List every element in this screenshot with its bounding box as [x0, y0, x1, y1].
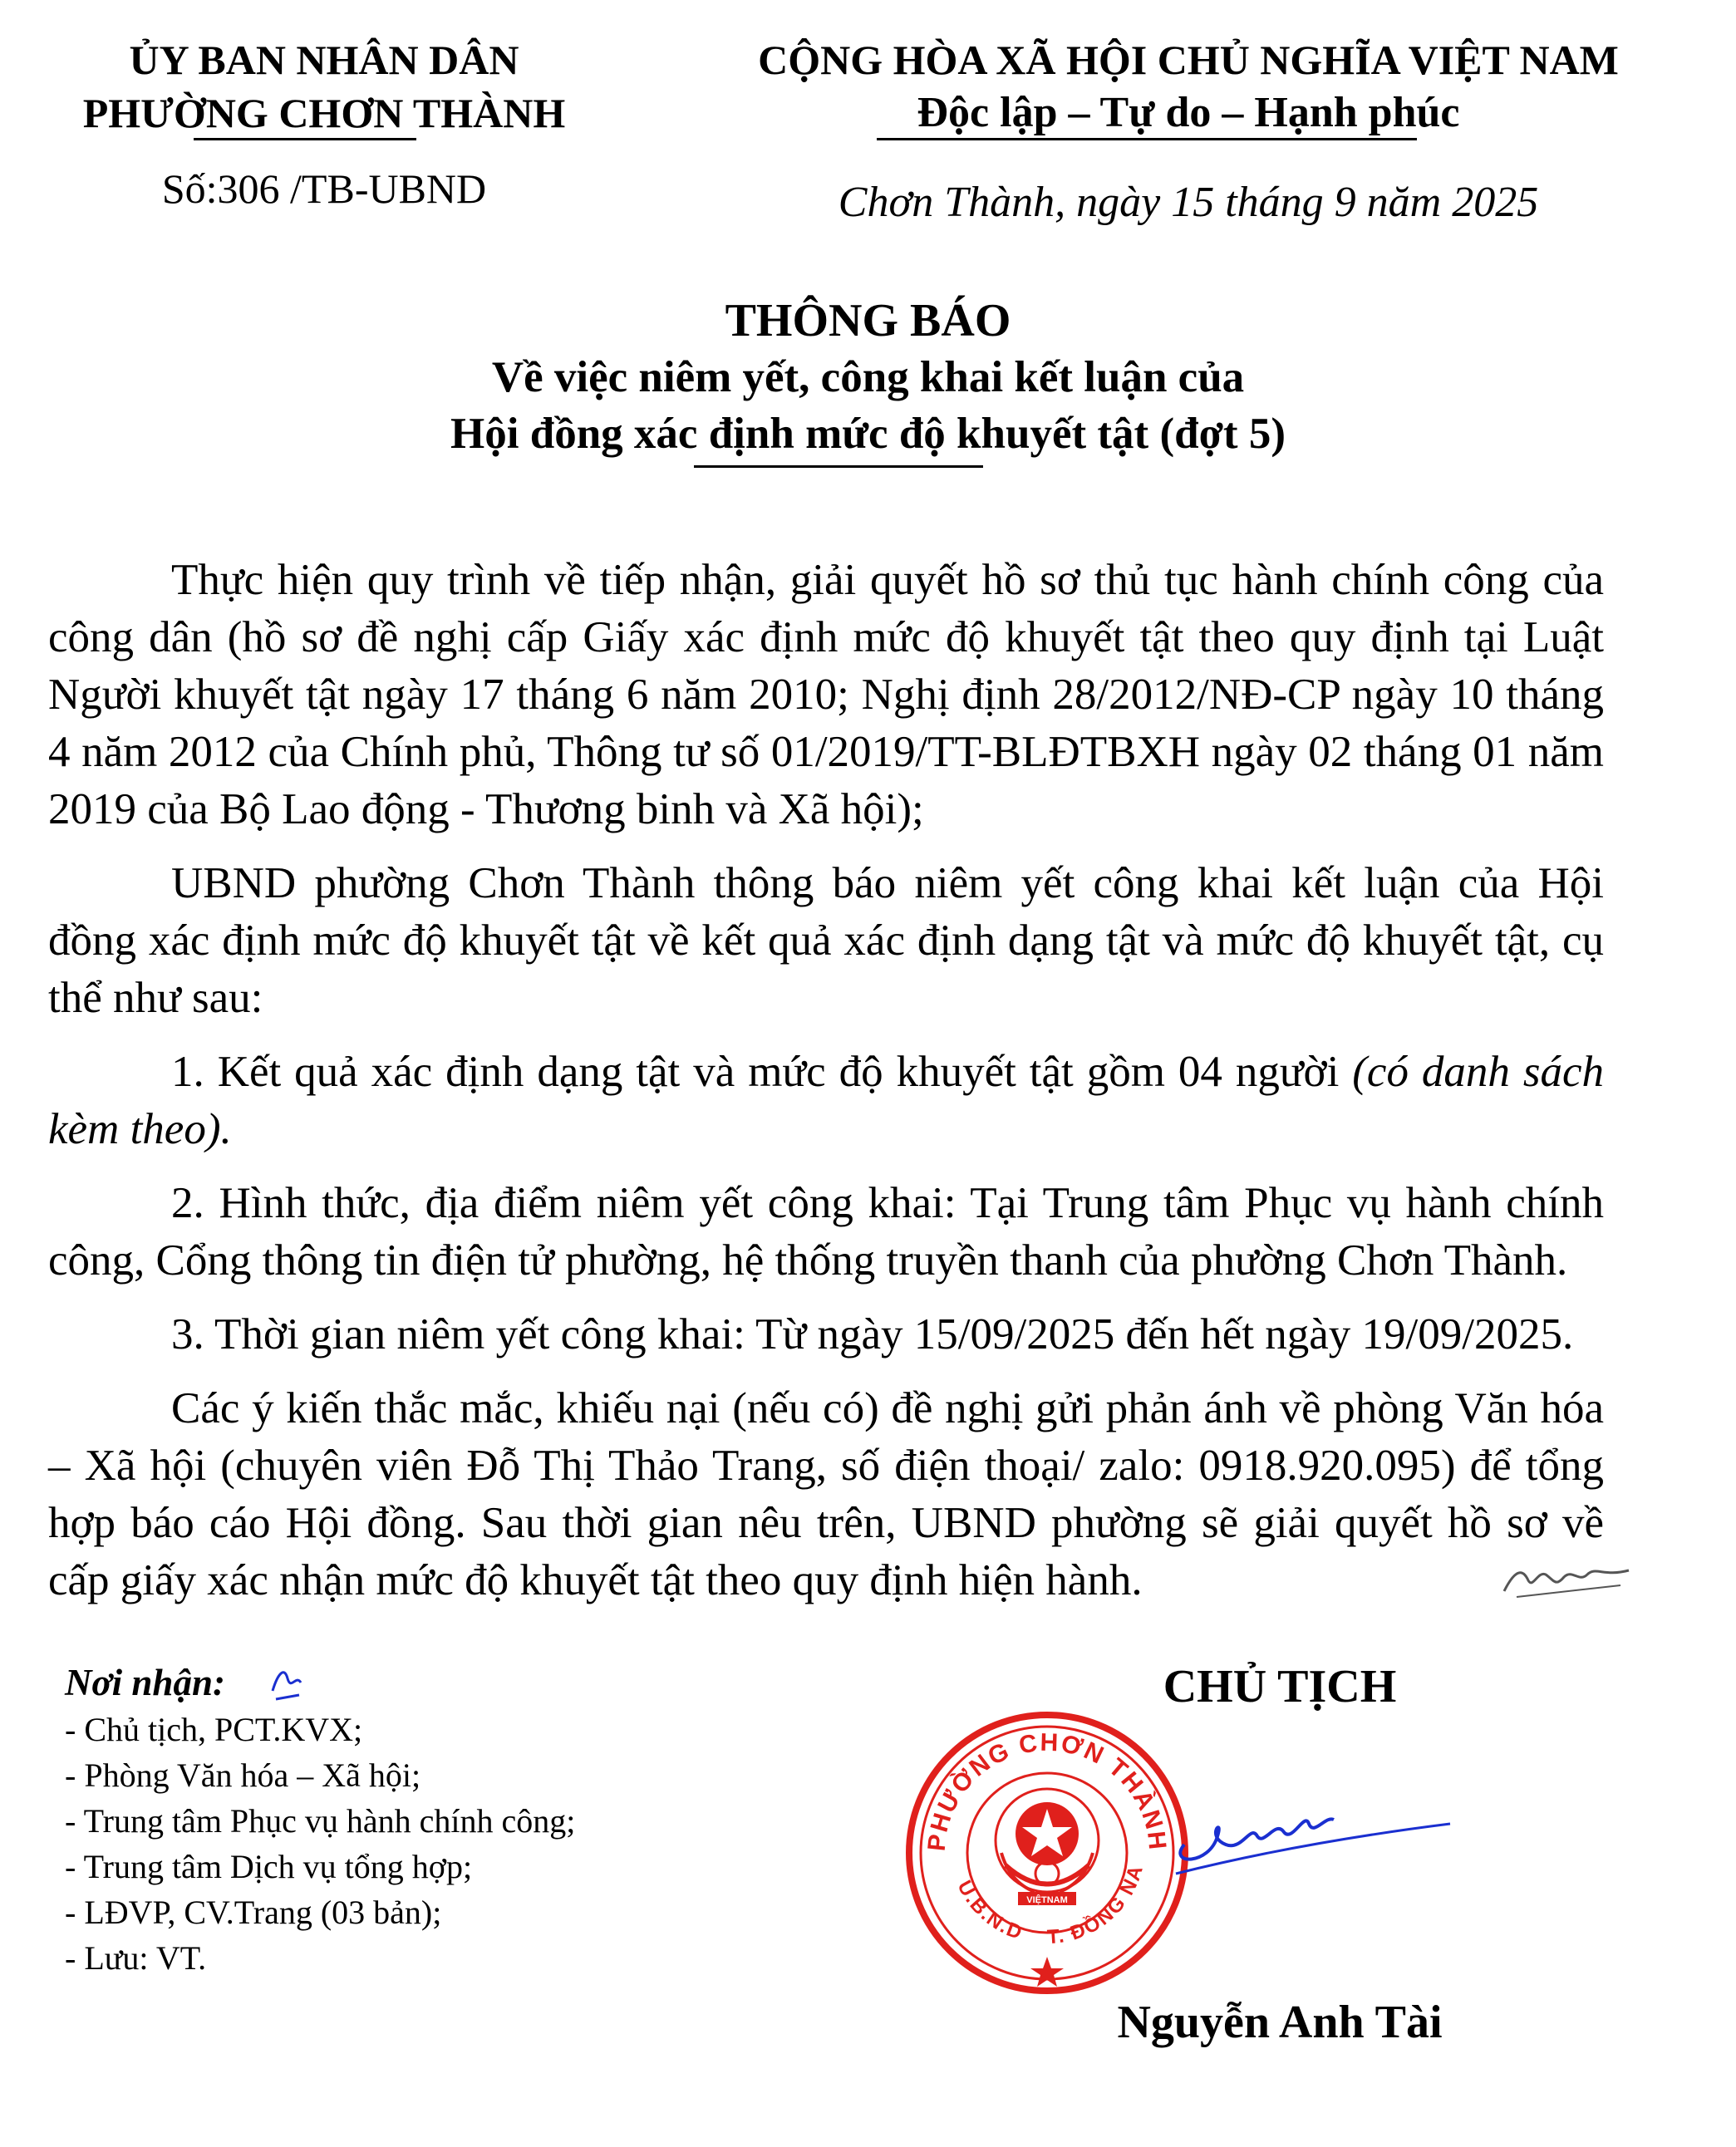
- national-heading: CỘNG HÒA XÃ HỘI CHỦ NGHĨA VIỆT NAM Độc l…: [665, 33, 1712, 140]
- document-body: Thực hiện quy trình về tiếp nhận, giải q…: [48, 552, 1604, 1626]
- title-block: THÔNG BÁO Về việc niêm yết, công khai kế…: [0, 292, 1736, 462]
- motto-underline: [877, 138, 1417, 140]
- recipient-item: - Trung tâm Dịch vụ tổng hợp;: [65, 1848, 473, 1885]
- recipient-item: - LĐVP, CV.Trang (03 bản);: [65, 1894, 442, 1931]
- item-posting-period: 3. Thời gian niêm yết công khai: Từ ngày…: [171, 1310, 1574, 1358]
- paragraph-contact: Các ý kiến thắc mắc, khiếu nại (nếu có) …: [48, 1384, 1604, 1604]
- subtitle-line1: Về việc niêm yết, công khai kết luận của: [491, 353, 1245, 401]
- org-underline: [194, 138, 416, 140]
- subtitle-line2: Hội đồng xác định mức độ khuyết tật (đợt…: [450, 410, 1286, 458]
- svg-text:VIỆTNAM: VIỆTNAM: [1026, 1894, 1068, 1905]
- svg-text:U.B.N.D: U.B.N.D: [952, 1877, 1026, 1945]
- signer-title: CHỦ TỊCH: [1163, 1661, 1397, 1712]
- official-seal-icon: PHƯỜNG CHƠN THÀNH U.B.N.D T. ĐỒNG NAI VI…: [902, 1707, 1188, 1994]
- paragraph-legal-basis: Thực hiện quy trình về tiếp nhận, giải q…: [48, 556, 1604, 833]
- recipient-item: - Trung tâm Phục vụ hành chính công;: [65, 1802, 576, 1840]
- document-title: THÔNG BÁO: [725, 295, 1011, 346]
- issue-date: Chơn Thành, ngày 15 tháng 9 năm 2025: [838, 179, 1539, 226]
- recipient-initials-mark: [271, 1671, 302, 1701]
- org-line2: PHƯỜNG CHƠN THÀNH: [82, 90, 566, 136]
- item-result: 1. Kết quả xác định dạng tật và mức độ k…: [48, 1044, 1604, 1158]
- issuing-authority: ỦY BAN NHÂN DÂN PHƯỜNG CHƠN THÀNH: [50, 33, 598, 140]
- recipients-title: Nơi nhận:: [65, 1662, 225, 1703]
- item-result-note: (có danh sách kèm theo).: [48, 1048, 1604, 1153]
- item-result-text: 1. Kết quả xác định dạng tật và mức độ k…: [171, 1048, 1353, 1096]
- org-line1: ỦY BAN NHÂN DÂN: [129, 37, 519, 83]
- initials-mark: [1502, 1569, 1630, 1598]
- item-posting-location: 2. Hình thức, địa điểm niêm yết công kha…: [48, 1179, 1604, 1285]
- recipients-block: Nơi nhận: - Chủ tịch, PCT.KVX; - Phòng V…: [65, 1658, 813, 1981]
- nation-line1: CỘNG HÒA XÃ HỘI CHỦ NGHĨA VIỆT NAM: [758, 37, 1619, 83]
- title-underline: [694, 465, 983, 468]
- paragraph-announcement: UBND phường Chơn Thành thông báo niêm yế…: [48, 859, 1604, 1022]
- handwritten-signature: [1175, 1817, 1451, 1875]
- recipient-item: - Lưu: VT.: [65, 1939, 207, 1977]
- signer-name: Nguyễn Anh Tài: [1117, 1997, 1443, 2048]
- nation-motto: Độc lập – Tự do – Hạnh phúc: [917, 89, 1460, 136]
- recipient-item: - Chủ tịch, PCT.KVX;: [65, 1711, 363, 1748]
- document-number: Số:306 /TB-UBND: [161, 165, 487, 212]
- recipient-item: - Phòng Văn hóa – Xã hội;: [65, 1756, 421, 1794]
